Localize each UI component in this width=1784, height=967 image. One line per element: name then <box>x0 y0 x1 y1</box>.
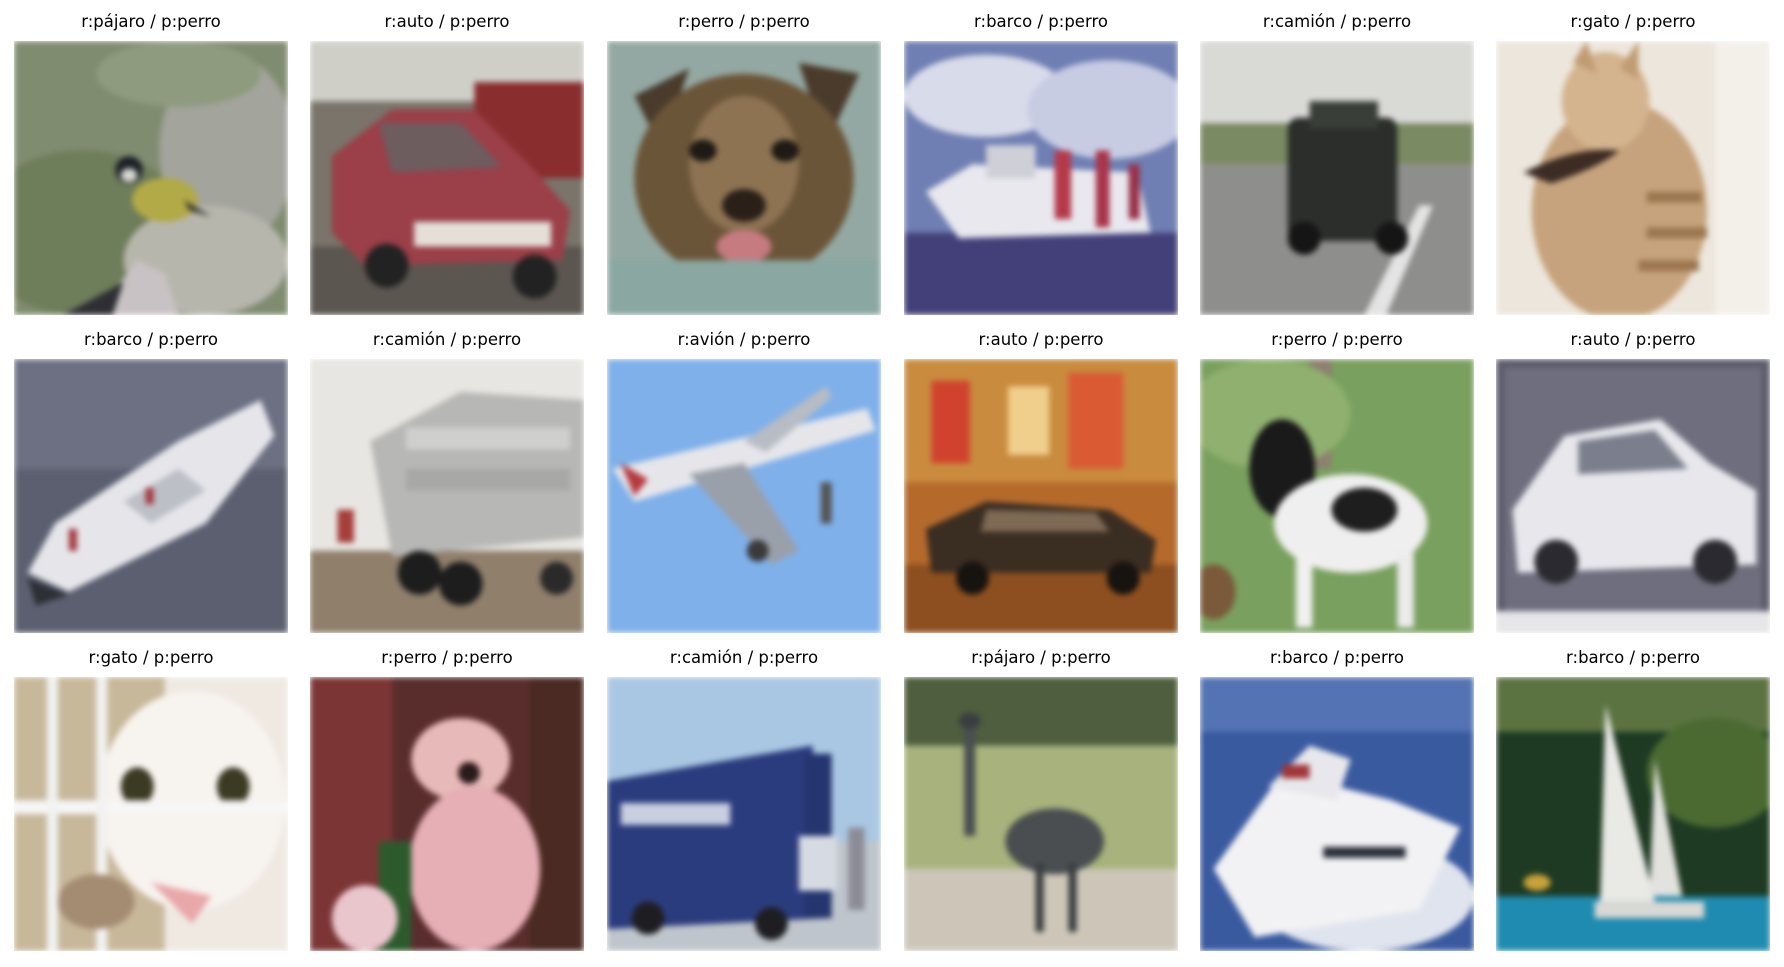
panel-image <box>14 677 288 951</box>
panel-caption: r:barco / p:perro <box>84 330 218 349</box>
panel-caption: r:auto / p:perro <box>978 330 1104 349</box>
panel-caption: r:perro / p:perro <box>381 648 513 667</box>
panel-image <box>1496 41 1770 315</box>
panel-caption: r:gato / p:perro <box>1570 12 1696 31</box>
panel-image <box>607 41 881 315</box>
panel-caption: r:barco / p:perro <box>974 12 1108 31</box>
panel-caption: r:gato / p:perro <box>88 648 214 667</box>
panel-image <box>1200 359 1474 633</box>
panel-caption: r:perro / p:perro <box>678 12 810 31</box>
panel-image <box>310 359 584 633</box>
panel-image <box>1496 359 1770 633</box>
panel-image <box>310 677 584 951</box>
panel-caption: r:camión / p:perro <box>669 648 819 667</box>
panel-image <box>1496 677 1770 951</box>
panel-image <box>904 677 1178 951</box>
panel-image <box>904 41 1178 315</box>
panel-image <box>14 359 288 633</box>
panel-image <box>1200 41 1474 315</box>
panel-image <box>607 359 881 633</box>
panel-caption: r:pájaro / p:perro <box>81 12 221 31</box>
panel-caption: r:avión / p:perro <box>677 330 811 349</box>
panel-caption: r:camión / p:perro <box>372 330 522 349</box>
panel-image <box>1200 677 1474 951</box>
panel-caption: r:barco / p:perro <box>1566 648 1700 667</box>
panel-image <box>904 359 1178 633</box>
panel-caption: r:barco / p:perro <box>1270 648 1404 667</box>
panel-image <box>310 41 584 315</box>
panel-image <box>607 677 881 951</box>
panel-caption: r:pájaro / p:perro <box>971 648 1111 667</box>
panel-caption: r:perro / p:perro <box>1271 330 1403 349</box>
panel-caption: r:auto / p:perro <box>1570 330 1696 349</box>
panel-image <box>14 41 288 315</box>
panel-caption: r:camión / p:perro <box>1262 12 1412 31</box>
panel-caption: r:auto / p:perro <box>384 12 510 31</box>
